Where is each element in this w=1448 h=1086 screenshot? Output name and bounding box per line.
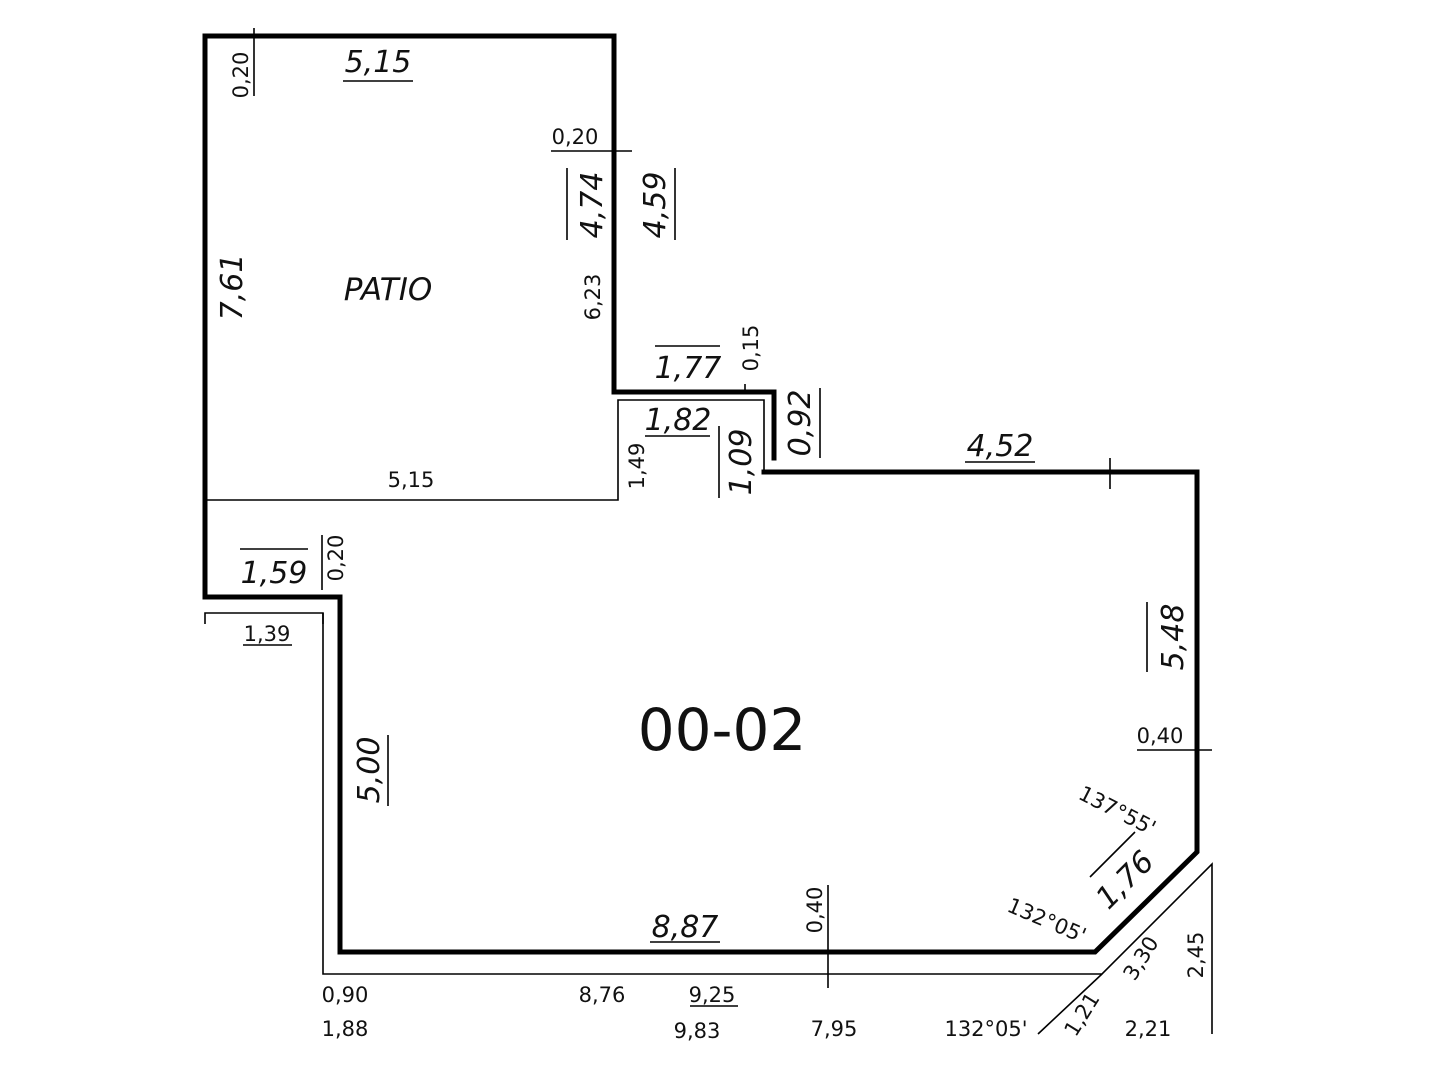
unit-label: 00-02 [638, 696, 807, 764]
patio-label: PATIO [344, 272, 433, 308]
dim-step-lower-width: 1,82 [645, 403, 712, 438]
dim-patio-top-offset: 0,20 [229, 52, 253, 99]
dim-step-upper-width: 1,77 [655, 351, 722, 386]
dim-left-inner-width: 1,39 [244, 622, 291, 646]
dim-angle-upper: 137°55' [1075, 781, 1160, 840]
dim-patio-right-height: 6,23 [581, 274, 605, 321]
dim-outer-chamfer-b: 3,30 [1118, 932, 1163, 984]
dim-outer-angle: 132°05' [944, 1017, 1027, 1041]
dim-bottom-width: 8,87 [652, 910, 719, 945]
patio-bottom-line [205, 399, 765, 501]
dim-outer-row2-right: 2,21 [1125, 1017, 1172, 1041]
patio-wall [202, 33, 777, 955]
chamfer-dim-line [1037, 973, 1103, 1035]
dim-angle-lower: 132°05' [1004, 893, 1090, 948]
dim-left-ledge-offset: 0,20 [324, 535, 348, 582]
dim-outer-chamfer-a: 1,21 [1059, 988, 1104, 1040]
dim-outer-bottom-left: 0,90 [322, 983, 369, 1007]
dim-patio-bottom-width: 5,15 [388, 468, 435, 492]
dim-outer-row2-b: 9,83 [674, 1019, 721, 1043]
dim-step-outer-height: 0,92 [783, 390, 818, 457]
dim-right-top-width: 4,52 [967, 429, 1034, 464]
dim-bottom-offset: 0,40 [803, 887, 827, 934]
dim-outer-bottom-b: 9,25 [689, 983, 736, 1007]
dim-step-inner-height: 1,09 [724, 429, 759, 496]
dim-outer-right: 2,45 [1184, 932, 1208, 979]
dim-patio-left-height: 7,61 [215, 254, 250, 321]
dim-right-height: 5,48 [1156, 604, 1191, 671]
dim-left-height: 5,00 [352, 737, 387, 804]
dim-chamfer-length: 1,76 [1089, 844, 1161, 916]
dim-left-ledge-width: 1,59 [241, 556, 308, 591]
dim-step-offset: 0,15 [739, 325, 763, 372]
dim-outer-row2-left: 1,88 [322, 1017, 369, 1041]
dim-step-wall-height: 1,49 [625, 443, 649, 490]
dim-patio-outer-height: 4,59 [638, 172, 673, 239]
dim-patio-inner-height: 4,74 [575, 172, 610, 239]
dim-patio-inner-offset: 0,20 [552, 125, 599, 149]
dim-outer-bottom-a: 8,76 [579, 983, 626, 1007]
unit-wall [337, 469, 1200, 955]
outer-left-line [204, 612, 1213, 1034]
dim-outer-row2-c: 7,95 [811, 1017, 858, 1041]
dim-right-offset: 0,40 [1137, 724, 1184, 748]
dim-patio-top-width: 5,15 [345, 45, 412, 80]
